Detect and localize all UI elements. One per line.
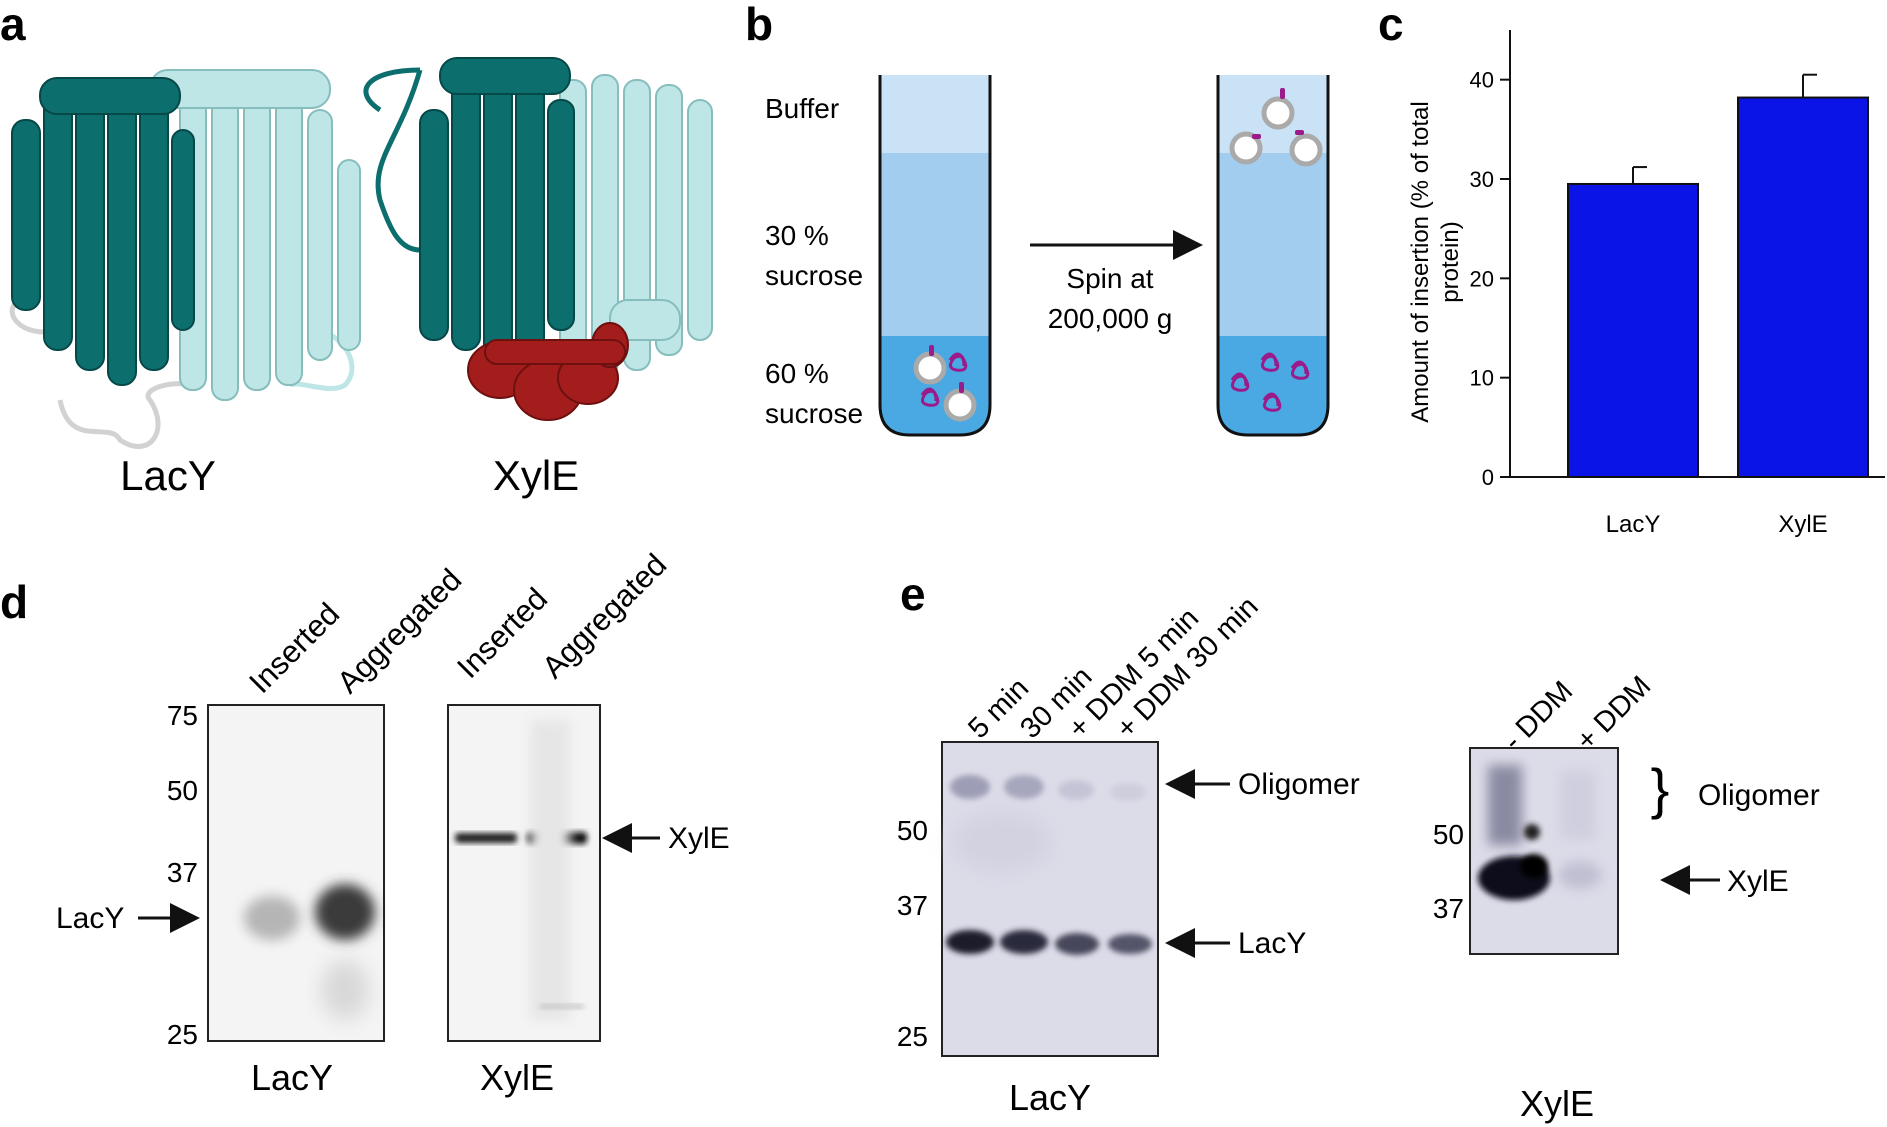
aggregated-protein (1260, 352, 1280, 372)
blot-label-lacy: LacY (251, 1057, 333, 1098)
vesicle (1229, 131, 1263, 165)
lacy-teal-domain (11, 77, 195, 386)
blot-e-xyle (1469, 747, 1619, 955)
blot-label-lacy-e: LacY (1009, 1077, 1091, 1118)
blot-label-xyle-e: XylE (1520, 1083, 1594, 1124)
marker-e-50: 50 (897, 815, 928, 846)
xyle-pale-domain (559, 74, 713, 381)
marker-e-25: 25 (897, 1021, 928, 1052)
y-tick-label: 10 (1470, 366, 1494, 391)
vesicle (913, 351, 947, 385)
lane-label-xyle-inserted: Inserted (450, 581, 554, 685)
panel-b-letter: b (745, 0, 773, 50)
lacy-label-e: LacY (1238, 927, 1306, 960)
oligomer-label: Oligomer (1238, 768, 1360, 801)
tube-after (1216, 75, 1330, 437)
y-tick-label: 0 (1482, 465, 1494, 490)
vesicle (943, 388, 977, 422)
y-tick-label: 20 (1470, 266, 1494, 291)
panel-c-letter: c (1378, 0, 1404, 50)
layer-60-sucrose: sucrose (765, 398, 863, 429)
aggregated-protein (1290, 360, 1310, 380)
xyle-red-helices (467, 322, 629, 421)
blot-d-xyle (447, 704, 601, 1042)
lane-label-xyle-aggregated: Aggregated (535, 547, 673, 685)
aggregated-protein (1262, 392, 1282, 412)
oligomer-label-xyle: Oligomer (1698, 779, 1820, 812)
layer-buffer: Buffer (765, 93, 839, 124)
xyle-structure: XylE (363, 57, 713, 499)
marker-37: 37 (167, 857, 198, 888)
x-tick-label: XylE (1778, 511, 1827, 538)
lacy-structure-label: LacY (120, 452, 216, 499)
aggregated-protein (1230, 372, 1250, 392)
marker-e-37: 37 (897, 890, 928, 921)
blot-d-lacy (207, 704, 385, 1042)
oligomer-brace: } (1651, 757, 1670, 820)
bar-xyle (1737, 96, 1869, 479)
blot-e-lacy (941, 741, 1159, 1057)
spin-label-2: 200,000 g (1048, 303, 1173, 334)
panel-d: d Inserted Aggregated Inserted Aggregate… (0, 547, 730, 1098)
panel-e: e 5 min 30 min + DDM 5 min + DDM 30 min … (897, 568, 1820, 1124)
panel-a-letter: a (0, 0, 26, 50)
marker-75: 75 (167, 700, 198, 731)
layer-60-pct: 60 % (765, 358, 829, 389)
spin-label-1: Spin at (1066, 263, 1153, 294)
panel-e-letter: e (900, 568, 926, 620)
layer-30-sucrose: sucrose (765, 260, 863, 291)
panel-a: a LacY (0, 0, 713, 499)
xyle-teal-domain (419, 57, 575, 361)
arrow-label-lacy: LacY (56, 902, 124, 935)
xyle-label-e: XylE (1727, 865, 1789, 898)
marker-e2-50: 50 (1433, 819, 1464, 850)
vesicle (1261, 96, 1295, 130)
bar-lacy (1567, 182, 1699, 478)
panel-d-letter: d (0, 576, 28, 628)
xyle-loop (363, 67, 423, 253)
aggregated-protein (948, 352, 968, 372)
lane-label-plus-ddm: + DDM (1570, 670, 1657, 757)
panel-b: b Buffer 30 % sucrose 60 % sucrose Spin … (745, 0, 1330, 437)
x-tick-label: LacY (1606, 511, 1661, 538)
y-axis-label-2: protein) (1437, 221, 1464, 302)
lane-label-5min: 5 min (962, 672, 1035, 745)
marker-50: 50 (167, 775, 198, 806)
marker-e2-37: 37 (1433, 893, 1464, 924)
marker-25: 25 (167, 1019, 198, 1050)
panel-c: c Amount of insertion (% of total protei… (1378, 0, 1885, 538)
xyle-structure-label: XylE (493, 452, 579, 499)
blot-label-xyle: XylE (480, 1057, 554, 1098)
lane-label-lacy-aggregated: Aggregated (330, 562, 468, 700)
arrow-label-xyle: XylE (668, 822, 730, 855)
y-axis-label-1: Amount of insertion (% of total (1407, 101, 1434, 423)
y-tick-label: 30 (1470, 167, 1494, 192)
aggregated-protein (920, 387, 940, 407)
y-tick-label: 40 (1470, 68, 1494, 93)
layer-30-pct: 30 % (765, 220, 829, 251)
lacy-structure: LacY (9, 69, 361, 499)
vesicle (1289, 133, 1323, 167)
tube-before (878, 75, 992, 437)
lane-label-minus-ddm: - DDM (1497, 675, 1579, 757)
lane-label-lacy-inserted: Inserted (242, 596, 346, 700)
